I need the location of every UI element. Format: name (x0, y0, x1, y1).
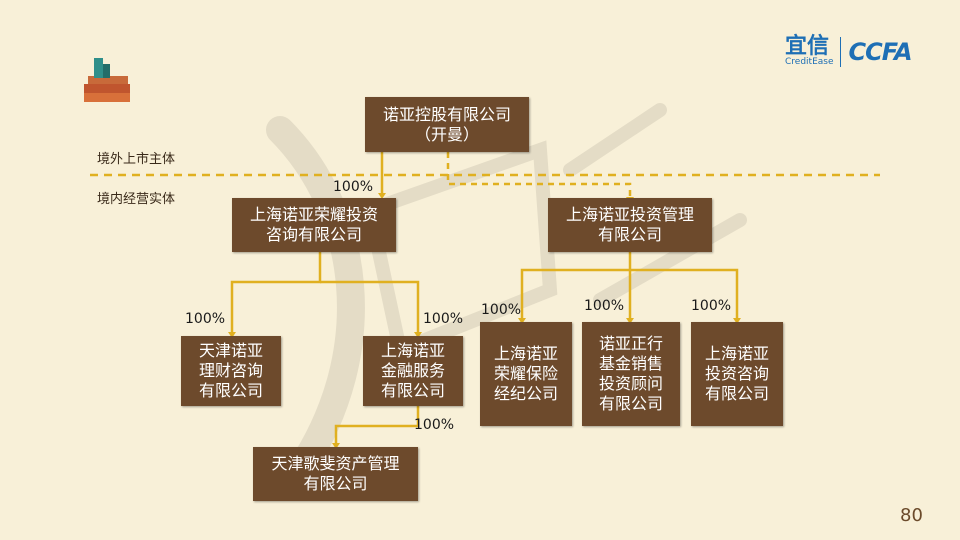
connector-ronghao-finance (320, 280, 420, 332)
pct-root-ronghao: 100% (333, 179, 374, 195)
connector-root-mgmt (446, 152, 632, 197)
partner-logo-text: CCFA (848, 38, 913, 66)
node-fund-sales: 诺亚正行 基金销售 投资顾问 有限公司 (582, 322, 680, 426)
pct-ronghao-tianjin: 100% (185, 311, 226, 327)
logo-english-text: CreditEase (785, 57, 834, 67)
node-insurance-brokerage: 上海诺亚 荣耀保险 经纪公司 (480, 322, 572, 426)
offshore-label: 境外上市主体 (97, 152, 176, 167)
node-investment-consulting: 上海诺亚 投资咨询 有限公司 (691, 322, 783, 426)
logo-chinese-text: 宜信 (785, 34, 830, 59)
page-number: 80 (900, 505, 923, 526)
node-tianjin-gefei: 天津歌斐资产管理 有限公司 (253, 447, 418, 501)
pct-ronghao-finance: 100% (423, 311, 464, 327)
logo-divider (839, 37, 841, 67)
connector-mgmt-consult (630, 268, 739, 318)
pct-finance-gefei: 100% (414, 417, 455, 433)
node-investment-management: 上海诺亚投资管理 有限公司 (548, 198, 712, 252)
books-icon (84, 58, 130, 102)
connector-ronghao-children (230, 252, 322, 332)
connector-mgmt-children (520, 252, 632, 318)
node-root-company: 诺亚控股有限公司 （开曼） (365, 97, 529, 152)
node-tianjin-wealth: 天津诺亚 理财咨询 有限公司 (181, 336, 281, 406)
pct-mgmt-fund: 100% (584, 298, 625, 314)
onshore-label: 境内经营实体 (97, 192, 176, 207)
connector-finance-gefei (334, 406, 420, 443)
node-shanghai-finance: 上海诺亚 金融服务 有限公司 (363, 336, 463, 406)
pct-mgmt-insurance: 100% (481, 302, 522, 318)
brand-logo: 宜信 CreditEase CCFA (785, 34, 913, 69)
pct-mgmt-consult: 100% (691, 298, 732, 314)
node-ronghao-consulting: 上海诺亚荣耀投资 咨询有限公司 (232, 198, 396, 252)
